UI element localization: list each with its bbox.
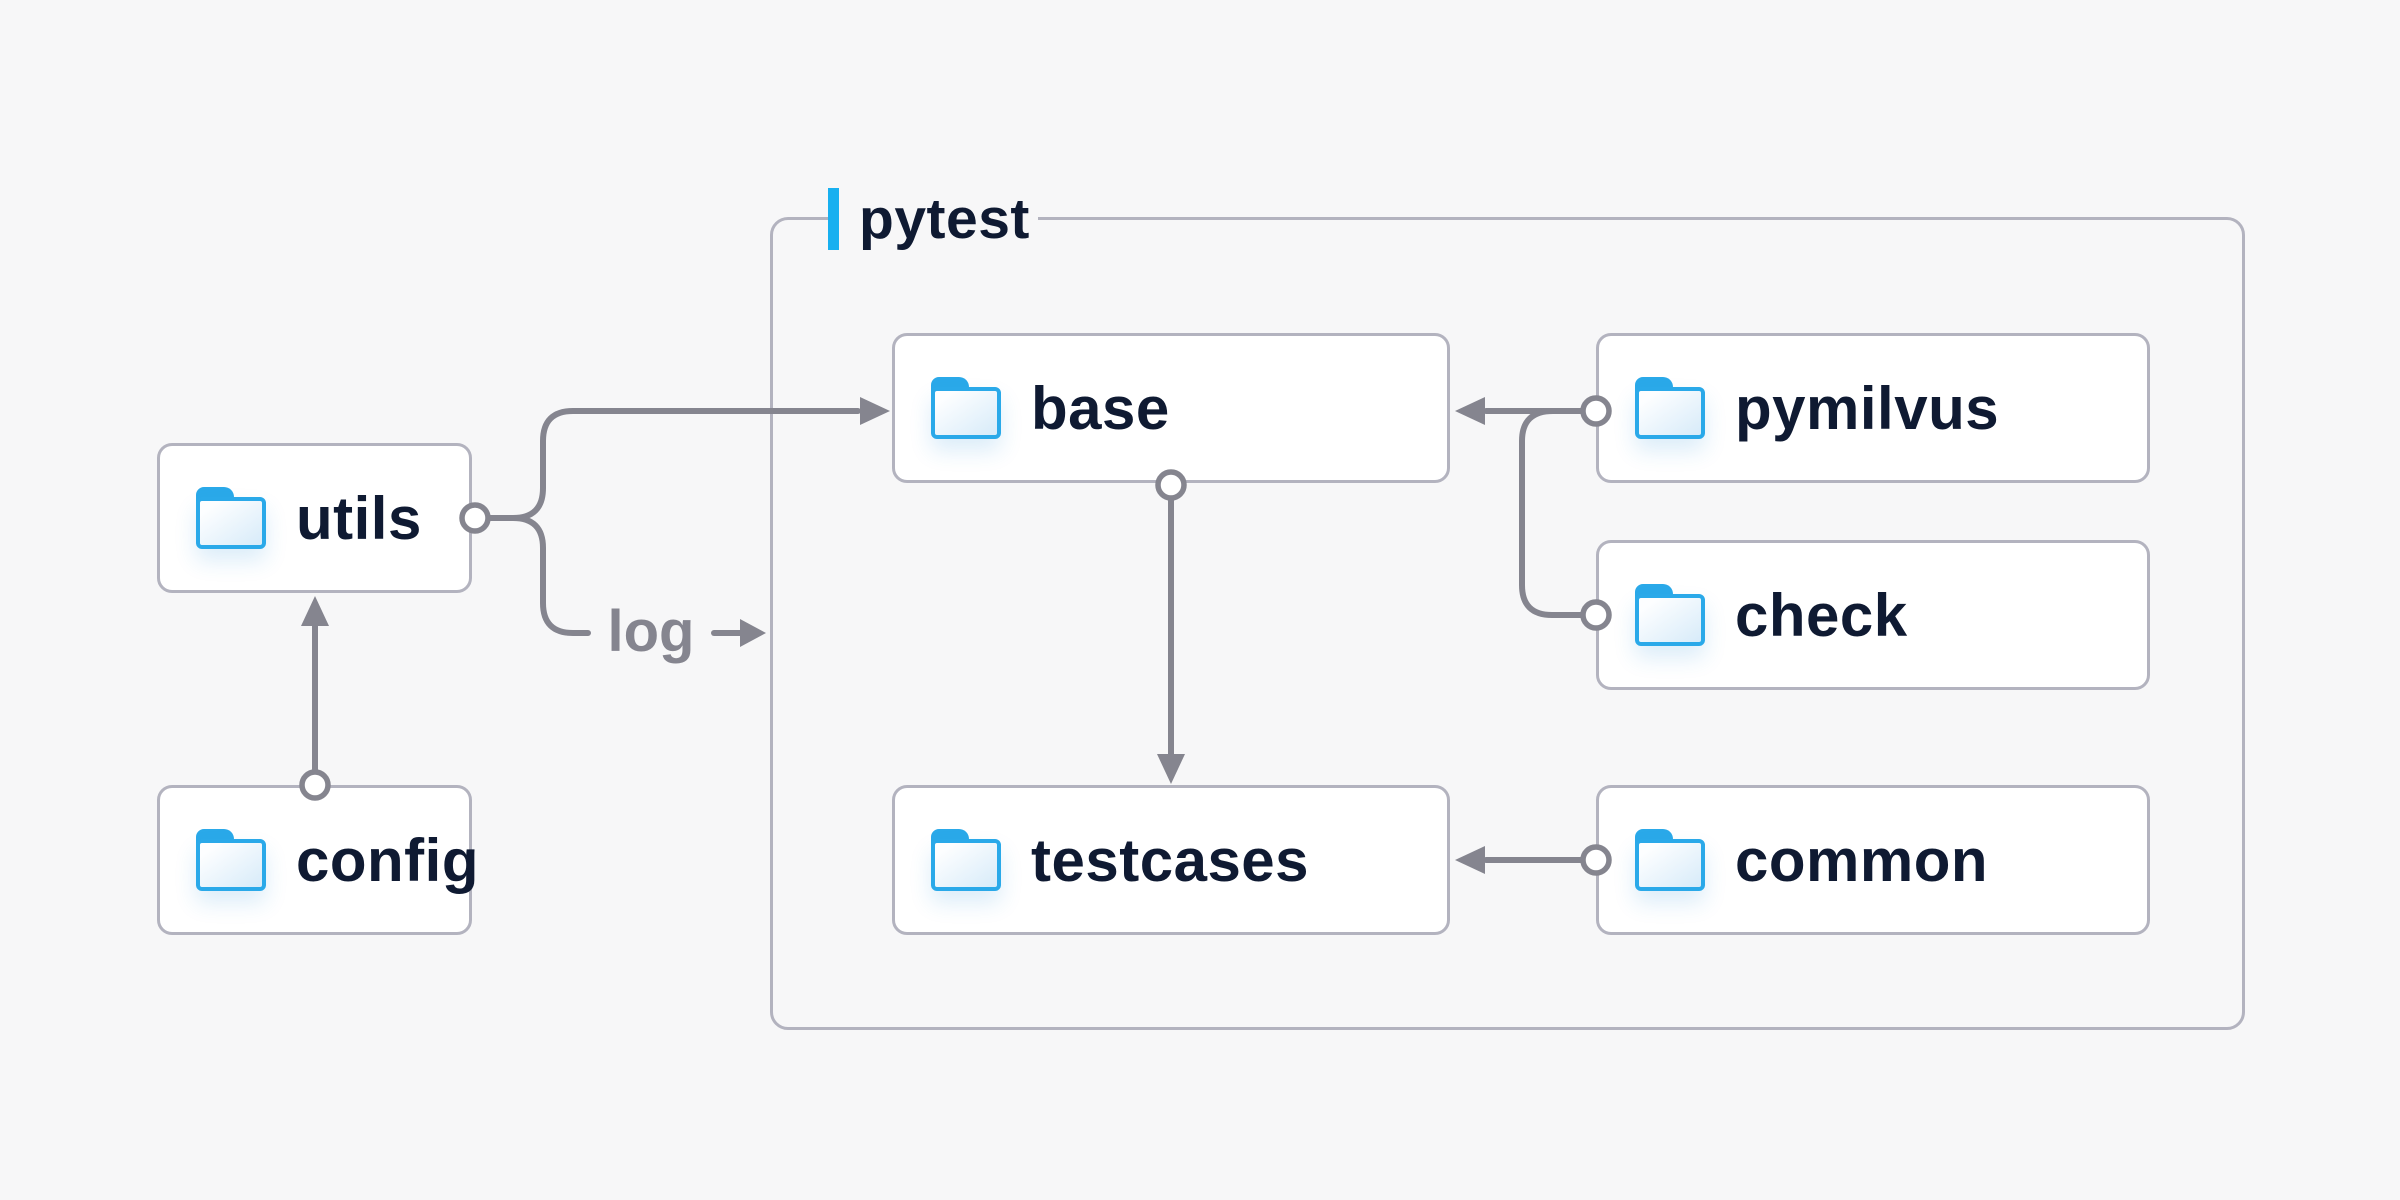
group-title: pytest [859, 187, 1030, 251]
node-label: config [296, 826, 479, 894]
pytest-group-container: pytest [770, 187, 2245, 1030]
node-check: check [1596, 540, 2150, 690]
folder-icon [1635, 584, 1705, 646]
node-label: base [1031, 374, 1170, 442]
pytest-group-label: pytest [828, 187, 1038, 251]
node-label: pymilvus [1735, 374, 2000, 442]
node-base: base [892, 333, 1450, 483]
node-config: config [157, 785, 478, 935]
arrowhead-config-utils [301, 596, 329, 626]
edge-label-log: log [607, 599, 695, 664]
folder-icon [1635, 829, 1705, 891]
node-common: common [1596, 785, 2150, 935]
node-utils: utils [157, 443, 472, 593]
folder-icon [196, 487, 266, 549]
node-label: check [1735, 581, 1908, 649]
node-pymilvus: pymilvus [1596, 333, 2150, 483]
arrowhead-log [740, 619, 766, 647]
accent-bar [828, 188, 839, 250]
node-label: common [1735, 826, 1989, 894]
folder-icon [196, 829, 266, 891]
folder-icon [931, 377, 1001, 439]
node-label: utils [296, 484, 422, 552]
folder-icon [1635, 377, 1705, 439]
node-testcases: testcases [892, 785, 1450, 935]
folder-icon [931, 829, 1001, 891]
node-label: testcases [1031, 826, 1310, 894]
edge-utils-log [486, 515, 591, 636]
